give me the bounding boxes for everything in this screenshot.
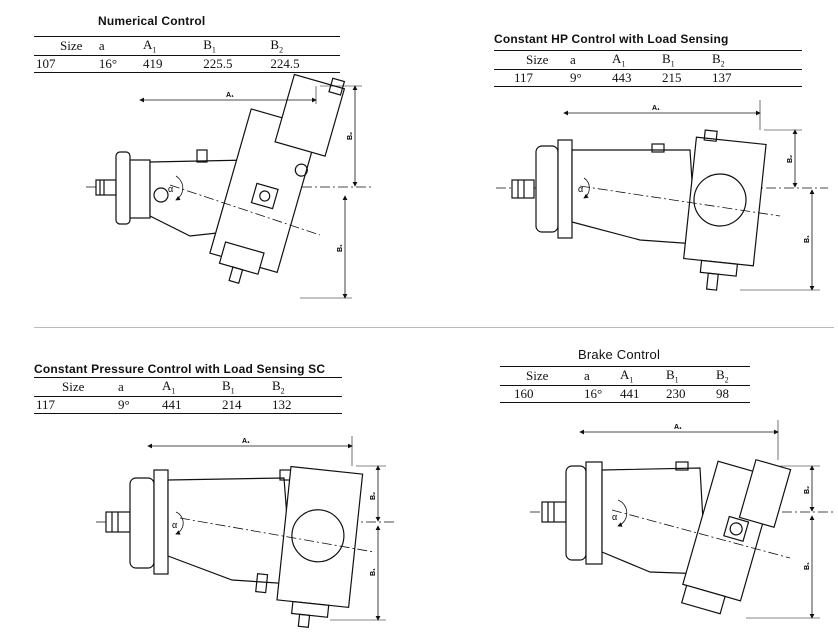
cell-size: 117 (36, 396, 56, 412)
cell-b2: 132 (272, 396, 292, 412)
spec-table-constant-hp: Size a A1 B1 B2 117 9° 443 215 137 (494, 50, 802, 87)
hdr-size: Size (500, 366, 584, 386)
dim-alpha-numerical: α (168, 184, 173, 194)
table-header-row: Size a A1 B1 B2 (34, 36, 340, 56)
spec-table-brake: Size a A1 B1 B2 160 16° 441 230 98 (500, 366, 750, 403)
section-divider (34, 327, 834, 328)
table-header-row: Size a A1 B1 B2 (34, 377, 342, 397)
hdr-size: Size (34, 377, 118, 397)
hdr-a: a (584, 366, 620, 386)
dim-b2-numerical: B₂ (347, 132, 354, 140)
hdr-b2: B2 (712, 50, 802, 70)
dim-b2-brake: B₂ (804, 486, 811, 494)
hdr-b2: B2 (272, 377, 342, 397)
dim-a1-numerical: A₁ (226, 92, 234, 99)
cell-b2: 224.5 (270, 55, 300, 71)
pump-drawing-numerical (86, 73, 372, 299)
dim-a1-constant-pressure: A₁ (242, 438, 250, 445)
cell-b2: 137 (712, 69, 732, 85)
hdr-b1: B1 (203, 36, 271, 56)
dim-alpha-brake: α (612, 512, 617, 522)
dim-a1-brake: A₁ (674, 424, 682, 431)
spec-table-numerical: Size a A1 B1 B2 107 16° 419 225.5 224.5 (34, 36, 340, 73)
table-row: 117 9° 441 214 132 (34, 396, 342, 413)
title-brake-control: Brake Control (578, 347, 661, 362)
hdr-a1: A1 (142, 36, 204, 56)
cell-size: 117 (514, 69, 534, 85)
cell-a1: 443 (612, 69, 632, 85)
cell-b1: 230 (666, 385, 686, 401)
table-row: 107 16° 419 225.5 224.5 (34, 55, 340, 72)
dim-alpha-constant-hp: α (578, 184, 583, 194)
spec-table-constant-pressure: Size a A1 B1 B2 117 9° 441 214 132 (34, 377, 342, 414)
dim-b1-constant-pressure: B₁ (370, 568, 377, 576)
table-row: 117 9° 443 215 137 (494, 69, 802, 86)
pump-drawing-constant-pressure (96, 436, 396, 628)
pump-drawing-constant-hp (496, 100, 828, 291)
cell-a: 16° (98, 55, 118, 71)
hdr-b1: B1 (662, 50, 712, 70)
hdr-a1: A1 (620, 366, 666, 386)
cell-b1: 225.5 (203, 55, 233, 71)
hdr-b1: B1 (666, 366, 716, 386)
cell-b2: 98 (716, 385, 729, 401)
hdr-b1: B1 (222, 377, 272, 397)
table-header-row: Size a A1 B1 B2 (494, 50, 802, 70)
hdr-a1: A1 (612, 50, 662, 70)
cell-a: 16° (584, 385, 603, 401)
table-row: 160 16° 441 230 98 (500, 385, 750, 402)
dim-alpha-constant-pressure: α (172, 520, 177, 530)
table-header-row: Size a A1 B1 B2 (500, 366, 750, 386)
pump-drawing-brake (530, 420, 834, 619)
title-numerical-control: Numerical Control (98, 14, 206, 28)
cell-a1: 419 (142, 55, 163, 71)
dim-b2-constant-pressure: B₂ (370, 492, 377, 500)
hdr-b2: B2 (716, 366, 750, 386)
hdr-a1: A1 (162, 377, 222, 397)
hdr-a: a (570, 50, 612, 70)
dim-b1-brake: B₁ (804, 562, 811, 570)
title-constant-pressure-control: Constant Pressure Control with Load Sens… (34, 362, 326, 376)
hdr-b2: B2 (270, 36, 340, 56)
cell-a1: 441 (162, 396, 182, 412)
cell-b1: 214 (222, 396, 242, 412)
dim-b1-constant-hp: B₁ (804, 235, 811, 243)
hdr-size: Size (34, 36, 99, 56)
dim-a1-constant-hp: A₁ (652, 105, 660, 112)
cell-a1: 441 (620, 385, 640, 401)
cell-size: 107 (36, 55, 56, 71)
cell-a: 9° (118, 396, 130, 412)
cell-size: 160 (514, 385, 534, 401)
cell-b1: 215 (662, 69, 682, 85)
hdr-size: Size (494, 50, 570, 70)
dim-b2-constant-hp: B₂ (787, 155, 794, 163)
cell-a: 9° (570, 69, 582, 85)
title-constant-hp-control: Constant HP Control with Load Sensing (494, 32, 729, 46)
hdr-a: a (118, 377, 162, 397)
hdr-a: a (98, 36, 143, 56)
dim-b1-numerical: B₁ (337, 244, 344, 252)
